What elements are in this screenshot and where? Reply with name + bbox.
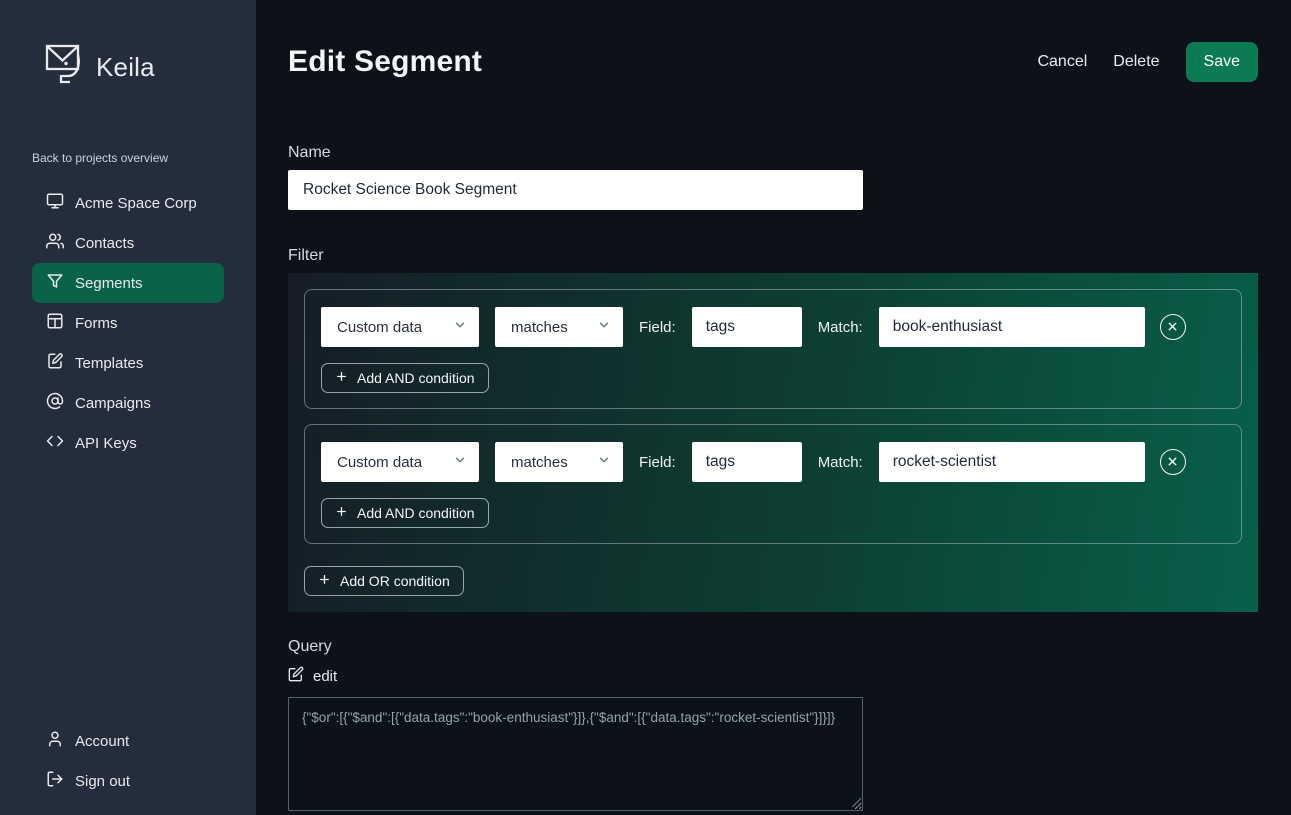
x-circle-icon <box>1167 320 1178 335</box>
plus-icon <box>335 505 348 521</box>
x-circle-icon <box>1167 455 1178 470</box>
chevron-down-icon <box>597 318 611 336</box>
condition-group-2: Custom data matches Field: Match: <box>304 424 1242 544</box>
cancel-button[interactable]: Cancel <box>1037 53 1088 70</box>
chevron-down-icon <box>453 453 467 471</box>
add-or-condition-label: Add OR condition <box>340 573 450 589</box>
query-textarea[interactable]: {"$or":[{"$and":[{"data.tags":"book-enth… <box>288 697 863 811</box>
sidebar-item-label: Campaigns <box>75 394 151 412</box>
sidebar-item-acme-space-corp[interactable]: Acme Space Corp <box>32 183 224 223</box>
plus-icon <box>318 573 331 589</box>
plus-icon <box>335 370 348 386</box>
selected-option-label: matches <box>511 453 568 471</box>
users-icon <box>46 232 64 254</box>
back-to-projects-link[interactable]: Back to projects overview <box>32 151 169 165</box>
filter-label: Filter <box>288 247 324 264</box>
add-or-condition-button[interactable]: Add OR condition <box>304 566 464 596</box>
field-input[interactable] <box>691 442 802 482</box>
sidebar-item-templates[interactable]: Templates <box>32 343 224 383</box>
layout-icon <box>46 312 64 334</box>
field-label: Field: <box>639 318 676 336</box>
match-label: Match: <box>817 318 863 336</box>
sidebar-item-segments[interactable]: Segments <box>32 263 224 303</box>
sidebar-item-forms[interactable]: Forms <box>32 303 224 343</box>
sidebar-item-api-keys[interactable]: API Keys <box>32 423 224 463</box>
field-label: Field: <box>639 453 676 471</box>
header-actions: Cancel Delete Save <box>1037 42 1258 82</box>
sidebar-item-label: Contacts <box>75 234 135 252</box>
sidebar-item-label: API Keys <box>75 434 137 452</box>
match-input[interactable] <box>878 307 1145 347</box>
page-title: Edit Segment <box>288 45 483 78</box>
sidebar-menu: Acme Space Corp Contacts Segments Forms … <box>32 183 224 463</box>
keila-envelope-elephant-icon <box>44 40 90 95</box>
monitor-icon <box>46 192 64 214</box>
sidebar-item-label: Templates <box>75 354 144 372</box>
condition-row: Custom data matches Field: Match: <box>321 307 1225 347</box>
match-label: Match: <box>817 453 863 471</box>
code-icon <box>46 432 64 454</box>
name-label: Name <box>288 144 331 161</box>
selected-option-label: Custom data <box>337 453 423 471</box>
condition-type-select[interactable]: Custom data <box>321 307 479 347</box>
sidebar-footer: Account Sign out <box>32 721 224 801</box>
sidebar-item-label: Sign out <box>75 772 131 790</box>
user-icon <box>46 730 64 752</box>
sidebar-item-label: Segments <box>75 274 143 292</box>
field-input[interactable] <box>691 307 802 347</box>
add-and-condition-button[interactable]: Add AND condition <box>321 363 489 393</box>
chevron-down-icon <box>453 318 467 336</box>
add-and-condition-button[interactable]: Add AND condition <box>321 498 489 528</box>
query-label: Query <box>288 638 332 655</box>
add-and-condition-label: Add AND condition <box>357 370 475 386</box>
sidebar-item-contacts[interactable]: Contacts <box>32 223 224 263</box>
funnel-icon <box>46 272 64 294</box>
sidebar-item-account[interactable]: Account <box>32 721 224 761</box>
sidebar-item-campaigns[interactable]: Campaigns <box>32 383 224 423</box>
main-content: Edit Segment Cancel Delete Save Name Fil… <box>256 0 1291 815</box>
selected-option-label: matches <box>511 318 568 336</box>
page-header: Edit Segment Cancel Delete Save <box>288 40 1258 84</box>
template-icon <box>46 352 64 374</box>
edit-query-label: edit <box>313 667 338 685</box>
condition-group-1: Custom data matches Field: Match: <box>304 289 1242 409</box>
sidebar-item-label: Account <box>75 732 130 750</box>
condition-row: Custom data matches Field: Match: <box>321 442 1225 482</box>
condition-operator-select[interactable]: matches <box>495 307 623 347</box>
condition-type-select[interactable]: Custom data <box>321 442 479 482</box>
delete-button[interactable]: Delete <box>1113 53 1160 70</box>
at-sign-icon <box>46 392 64 414</box>
sign-out-icon <box>46 770 64 792</box>
sidebar-item-label: Forms <box>75 314 118 332</box>
edit-query-button[interactable]: edit <box>288 666 337 686</box>
selected-option-label: Custom data <box>337 318 423 336</box>
sidebar-item-sign-out[interactable]: Sign out <box>32 761 224 801</box>
save-button[interactable]: Save <box>1185 42 1258 82</box>
app-logo: Keila <box>44 40 256 95</box>
remove-condition-button[interactable] <box>1159 449 1186 475</box>
remove-condition-button[interactable] <box>1159 314 1186 340</box>
query-editor: {"$or":[{"$and":[{"data.tags":"book-enth… <box>288 697 863 811</box>
sidebar: Keila Back to projects overview Acme Spa… <box>0 0 256 815</box>
chevron-down-icon <box>597 453 611 471</box>
add-and-condition-label: Add AND condition <box>357 505 475 521</box>
pencil-square-icon <box>288 666 304 686</box>
match-input[interactable] <box>878 442 1145 482</box>
segment-name-input[interactable] <box>288 170 863 210</box>
filter-panel: Custom data matches Field: Match: <box>288 273 1258 612</box>
sidebar-item-label: Acme Space Corp <box>75 194 197 212</box>
condition-operator-select[interactable]: matches <box>495 442 623 482</box>
logo-text: Keila <box>96 52 155 82</box>
